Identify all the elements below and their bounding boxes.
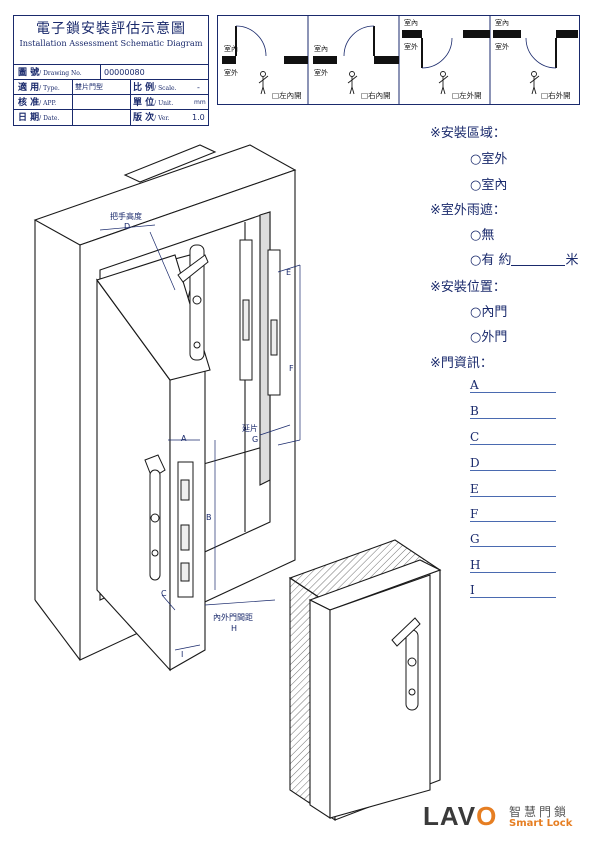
p2-indoor: 室內	[314, 45, 328, 53]
drawing-no-en: / Drawing No.	[39, 70, 82, 77]
logo-cn: 智慧門鎖	[509, 805, 570, 819]
drawing-no-cn: 圖 號	[18, 68, 40, 78]
field-d[interactable]: D	[470, 456, 556, 471]
option-indoor[interactable]: ○室內	[470, 178, 508, 193]
has-canopy-label: ○有 約	[470, 253, 512, 268]
small-door-handle	[391, 617, 421, 711]
tb-row-date: 日 期/ Date. 版 次/ Ver. 1.0	[14, 109, 208, 125]
scale-cn: 比 例	[133, 83, 155, 93]
swing-right-in	[313, 25, 399, 64]
label-g: G	[252, 435, 259, 444]
option-outer-door[interactable]: ○外門	[470, 330, 508, 345]
heading-canopy: ※室外雨遮：	[430, 203, 506, 218]
option-outdoor[interactable]: ○室外	[470, 152, 508, 167]
field-a-label: A	[470, 378, 479, 392]
unit-en: / Unit.	[154, 100, 174, 107]
canopy-unit: 米	[565, 253, 579, 268]
ver-cn: 版 次	[133, 113, 155, 123]
inner-lock-hardware	[177, 239, 281, 396]
field-e[interactable]: E	[470, 482, 556, 497]
door-swing-diagrams	[222, 16, 578, 104]
door-lock-hardware	[144, 454, 194, 598]
field-i-label: I	[470, 583, 475, 597]
field-b-label: B	[470, 404, 479, 418]
option-left-in[interactable]: □左內開	[272, 91, 302, 100]
label-f: F	[289, 364, 294, 373]
field-g-label: G	[470, 532, 480, 546]
label-i: I	[181, 650, 184, 659]
p4-outdoor: 室外	[495, 43, 509, 51]
swing-right-out	[493, 30, 578, 69]
ver-en: / Ver.	[154, 115, 170, 122]
title-block: 電子鎖安裝評估示意圖 Installation Assessment Schem…	[13, 15, 209, 126]
title-en: Installation Assessment Schematic Diagra…	[19, 38, 203, 48]
p4-indoor: 室內	[495, 19, 509, 27]
scale-value: -	[197, 83, 200, 92]
label-b: B	[206, 513, 212, 522]
type-cn: 適 用	[18, 83, 40, 93]
field-e-label: E	[470, 482, 479, 496]
field-i[interactable]: I	[470, 583, 556, 598]
option-right-in[interactable]: □右內開	[361, 91, 391, 100]
p3-indoor: 室內	[404, 19, 418, 27]
unit-cn: 單 位	[133, 98, 155, 108]
field-g[interactable]: G	[470, 532, 556, 547]
date-en: / Date.	[39, 115, 60, 122]
swing-left-out	[402, 30, 490, 69]
canopy-length-field[interactable]	[511, 253, 566, 266]
label-c: C	[161, 589, 167, 598]
field-c[interactable]: C	[470, 430, 556, 445]
field-a[interactable]: A	[470, 378, 556, 393]
lavo-logo: LAVO 智慧門鎖 Smart Lock	[423, 801, 583, 831]
heading-position: ※安裝位置：	[430, 280, 506, 295]
scale-en: / Scale.	[154, 85, 177, 92]
logo-en: Smart Lock	[509, 818, 573, 829]
swing-left-in	[222, 25, 308, 64]
label-h: H	[231, 624, 238, 633]
label-d: D	[124, 222, 131, 231]
field-b[interactable]: B	[470, 404, 556, 419]
p3-outdoor: 室外	[404, 43, 418, 51]
field-c-label: C	[470, 430, 480, 444]
option-right-out[interactable]: □右外開	[541, 91, 571, 100]
date-cn: 日 期	[18, 113, 40, 123]
option-inner-door[interactable]: ○內門	[470, 305, 508, 320]
drawing-no-value: 00000080	[104, 68, 145, 77]
p1-outdoor: 室外	[224, 69, 238, 77]
label-e: E	[286, 268, 292, 277]
label-a: A	[181, 434, 187, 443]
field-d-label: D	[470, 456, 480, 470]
type-en: / Type.	[39, 85, 60, 92]
person-icons	[258, 71, 540, 95]
tb-row-type: 適 用/ Type. 雙片門型 比 例/ Scale. -	[14, 79, 208, 95]
field-h[interactable]: H	[470, 558, 556, 573]
unit-value: mm	[194, 99, 206, 106]
tb-row-drawing-no: 圖 號/ Drawing No. 00000080	[14, 64, 208, 80]
tb-row-app: 核 准/ APP. 單 位/ Unit. mm	[14, 94, 208, 110]
title-cn: 電子鎖安裝評估示意圖	[36, 21, 186, 37]
p2-outdoor: 室外	[314, 69, 328, 77]
option-left-out[interactable]: □左外開	[452, 91, 482, 100]
option-has-canopy[interactable]: ○有 約 米	[470, 249, 579, 268]
ver-value: 1.0	[192, 113, 205, 122]
p1-indoor: 室內	[224, 45, 238, 53]
field-f[interactable]: F	[470, 507, 556, 522]
field-h-label: H	[470, 558, 481, 572]
app-cn: 核 准	[18, 98, 40, 108]
label-extension: 延片	[242, 424, 258, 433]
field-f-label: F	[470, 507, 479, 521]
dimension-lines	[99, 224, 301, 651]
label-handle-height: 把手高度	[110, 212, 142, 221]
heading-install-area: ※安裝區域：	[430, 126, 506, 141]
door-swing-panel: 室內 室外 室內 室外 室內 室外 室內 室外 □左內開 □右內開 □左外開 □…	[217, 15, 580, 105]
logo-brand: LAVO	[423, 801, 498, 831]
app-en: / APP.	[39, 100, 57, 107]
option-no-canopy[interactable]: ○無	[470, 228, 495, 243]
label-gap: 內外門間距	[213, 613, 253, 622]
type-value: 雙片門型	[75, 83, 103, 91]
heading-door-info: ※門資訊：	[430, 356, 493, 371]
